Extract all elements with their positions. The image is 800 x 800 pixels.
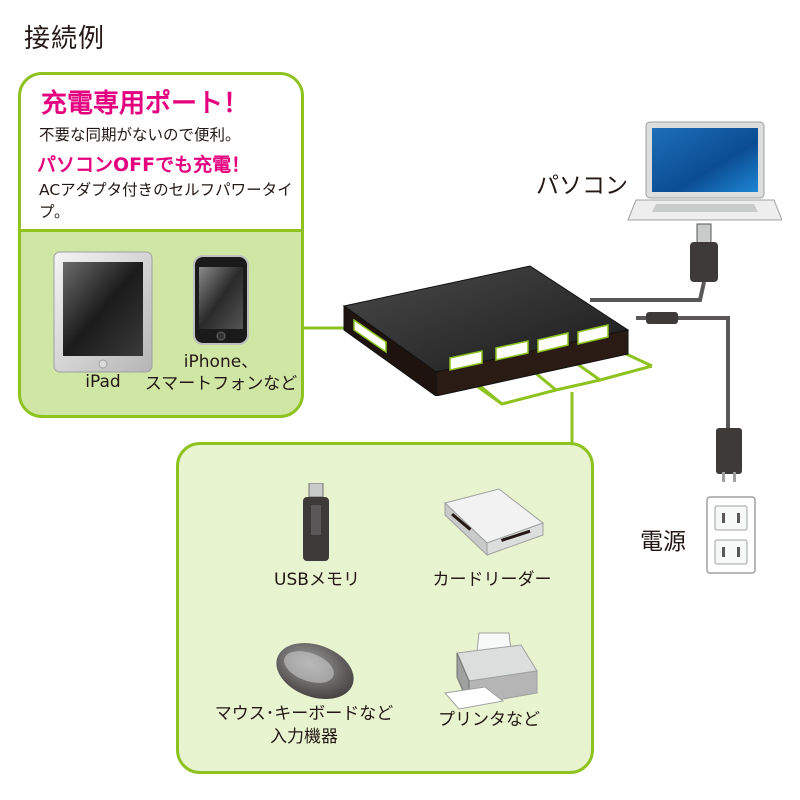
charging-note: 不要な同期がないので便利。 (39, 126, 241, 144)
power-outlet-icon (706, 496, 756, 574)
dc-plug-icon (636, 312, 678, 324)
power-label: 電源 (640, 529, 686, 555)
peripheral-label-printer: プリンタなど (438, 710, 540, 730)
peripheral-label-card-reader: カードリーダー (432, 570, 552, 590)
printer-icon (444, 632, 538, 710)
device-label-ipad: iPad (85, 372, 121, 392)
usb-memory-icon (303, 483, 329, 561)
card-reader-icon (444, 488, 545, 557)
ac-adapter-icon (716, 428, 742, 482)
peripheral-label-input-devices: マウス･キーボードなど 入力機器 (214, 704, 394, 747)
mouse-icon (276, 642, 354, 700)
charging-panel: 充電専用ポート！ 不要な同期がないので便利。 パソコンOFFでも充電！ ACアダ… (18, 72, 304, 418)
usb-plug-icon (690, 223, 718, 282)
charging-description: 充電専用ポート！ 不要な同期がないので便利。 パソコンOFFでも充電！ ACアダ… (21, 75, 301, 232)
charging-headline-2: パソコンOFFでも充電！ (37, 154, 251, 176)
charging-headline: 充電専用ポート！ (41, 89, 250, 119)
smartphone-icon (193, 255, 249, 345)
ipad-icon (53, 251, 153, 373)
device-label-smartphone: iPhone、 スマートフォンなど (144, 352, 298, 394)
laptop-icon (627, 121, 782, 221)
peripherals-panel: USBメモリ カードリーダー マウス･キーボードなど 入力機器 プリンタなど (176, 442, 594, 774)
pc-label: パソコン (536, 173, 628, 199)
page-title: 接続例 (24, 24, 106, 54)
peripheral-label-usb-memory: USBメモリ (274, 570, 360, 590)
usb-hub-icon (342, 265, 630, 396)
charging-note-2: ACアダプタ付きのセルフパワータイプ。 (39, 181, 293, 221)
